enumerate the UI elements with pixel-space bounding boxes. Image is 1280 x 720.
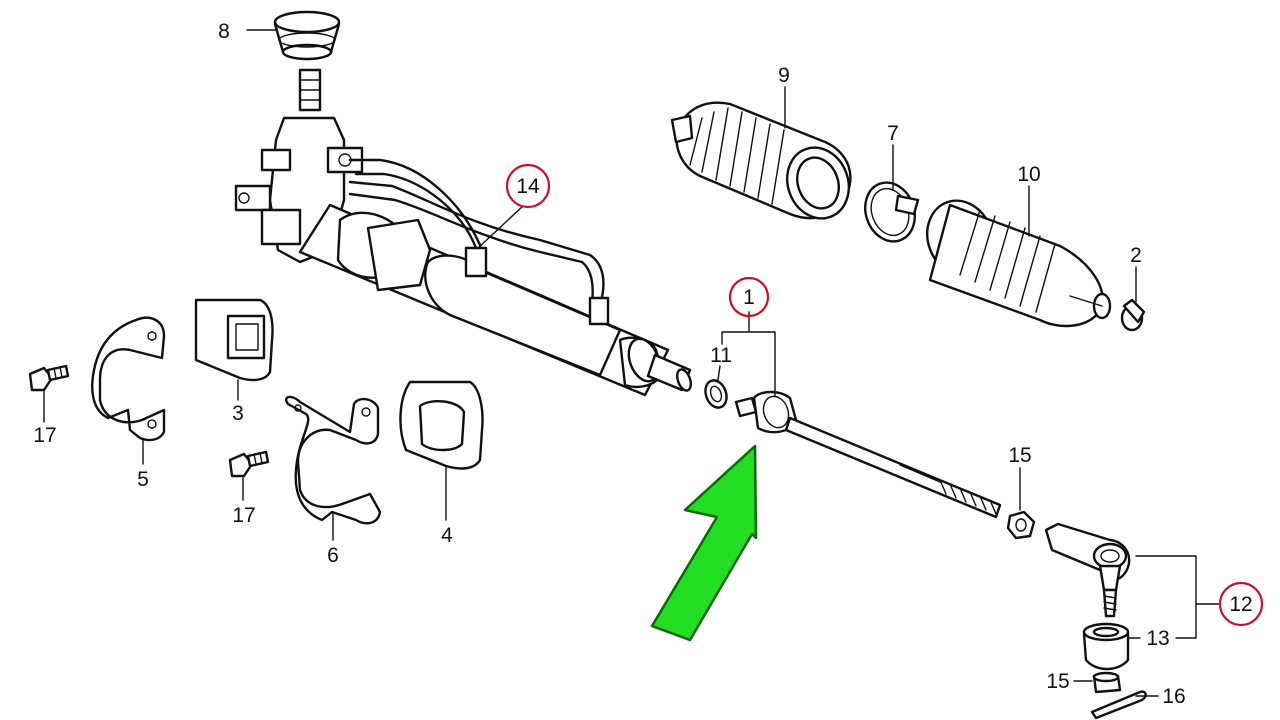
lock-washer-part [704, 379, 728, 409]
callout-circle-12 [1218, 581, 1264, 627]
callout-2: 2 [1130, 244, 1142, 267]
callout-3: 3 [232, 402, 244, 425]
callout-16: 16 [1162, 685, 1185, 708]
callout-circle-14 [505, 163, 551, 209]
callout-9: 9 [778, 64, 790, 87]
dust-seal-part [273, 10, 341, 61]
bolt-left-part [28, 364, 70, 392]
callout-6: 6 [327, 544, 339, 567]
callout-5: 5 [137, 468, 149, 491]
cotter-pin-part [1090, 690, 1147, 720]
callout-10: 10 [1017, 163, 1040, 186]
bolt-center-part [228, 450, 270, 478]
castle-nut-part [1092, 671, 1122, 694]
bushing-right-part [399, 380, 484, 470]
callout-15-lower: 15 [1046, 670, 1069, 693]
callout-13: 13 [1146, 627, 1169, 650]
callout-7: 7 [887, 122, 899, 145]
boot-clamp-part [864, 181, 920, 243]
jam-nut-part [1006, 510, 1036, 540]
inner-tie-rod-part [734, 390, 1002, 519]
bushing-left-part [194, 298, 274, 382]
callout-17-left: 17 [33, 424, 56, 447]
steering-rack-assembly [234, 68, 692, 397]
callout-17-center: 17 [232, 504, 255, 527]
callout-11: 11 [710, 344, 732, 367]
pointer-arrow-icon [650, 444, 758, 642]
callout-12: 12 [1229, 593, 1252, 616]
callout-14: 14 [516, 175, 540, 198]
rack-boot-left-part [670, 101, 852, 220]
mount-bracket-center-part [285, 395, 382, 525]
callout-15-upper: 15 [1008, 444, 1031, 467]
boot-clip-part [1120, 298, 1146, 332]
ball-joint-boot-part [1082, 622, 1130, 671]
callout-8: 8 [218, 20, 230, 43]
tie-rod-end-part [1044, 522, 1131, 618]
callout-1: 1 [743, 286, 755, 309]
callout-circle-1 [728, 276, 770, 318]
rack-boot-right-part [926, 199, 1112, 328]
leader-lines [43, 29, 1221, 697]
mount-bracket-left-part [91, 316, 166, 442]
callout-4: 4 [441, 524, 453, 547]
